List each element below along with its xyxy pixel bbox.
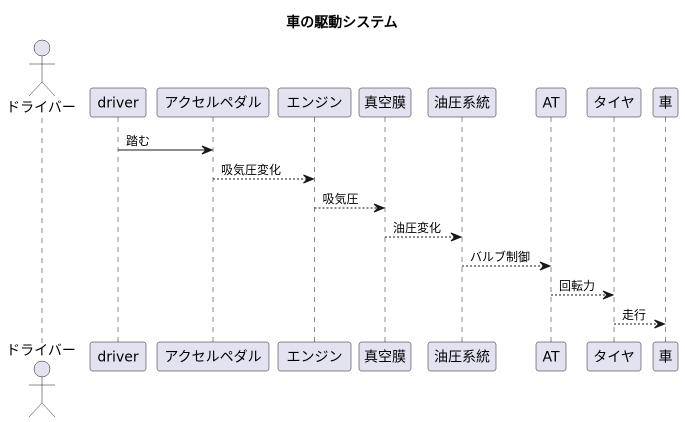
- message-label: 吸気圧: [323, 191, 359, 206]
- participant-vacuum-top: 真空膜: [358, 87, 412, 118]
- participant-label: 真空膜: [364, 96, 406, 112]
- message-2: 吸気圧変化: [213, 162, 315, 184]
- arrowhead-icon: [201, 145, 214, 155]
- participant-at-top: AT: [535, 87, 567, 118]
- participant-label: エンジン: [287, 96, 343, 112]
- participant-label: 真空膜: [364, 350, 406, 366]
- participant-pedal-bottom: アクセルペダル: [156, 341, 270, 372]
- participant-label: アクセルペダル: [164, 350, 261, 366]
- message-label: バルブ制御: [470, 249, 530, 264]
- participant-pedal-top: アクセルペダル: [156, 87, 270, 118]
- actor-top: ドライバー: [6, 39, 76, 116]
- participant-box: [89, 87, 147, 118]
- participant-box: [535, 341, 567, 372]
- participant-label: エンジン: [287, 350, 343, 366]
- message-label: 回転力: [559, 279, 595, 293]
- participant-driver-top: driver: [89, 87, 147, 118]
- participant-box: [535, 87, 567, 118]
- participant-label: タイヤ: [593, 96, 635, 112]
- participant-label: driver: [97, 96, 138, 112]
- participant-vacuum-bottom: 真空膜: [358, 341, 412, 372]
- message-1: 踏む: [118, 134, 214, 155]
- participant-box: [358, 341, 412, 372]
- participant-label: 車: [659, 349, 673, 366]
- participant-label: AT: [542, 350, 559, 366]
- participant-label: 車: [659, 95, 673, 112]
- participant-box: [277, 87, 352, 118]
- message-7: 走行: [614, 308, 666, 329]
- participant-engine-top: エンジン: [277, 87, 352, 118]
- participant-box: [156, 87, 270, 118]
- message-3: 吸気圧: [314, 191, 386, 213]
- participant-box: [156, 341, 270, 372]
- actor-head-icon: [33, 39, 51, 57]
- message-label: 吸気圧変化: [221, 162, 281, 177]
- actor-head-icon: [33, 360, 51, 378]
- arrowhead-icon: [602, 290, 615, 300]
- participant-label: 油圧系統: [434, 350, 490, 366]
- participant-engine-bottom: エンジン: [277, 341, 352, 372]
- participant-label: タイヤ: [593, 350, 635, 366]
- participant-hydraulic-bottom: 油圧系統: [427, 341, 497, 372]
- participant-hydraulic-top: 油圧系統: [427, 87, 497, 118]
- participant-box: [427, 341, 497, 372]
- arrowhead-icon: [450, 232, 463, 242]
- participant-box: [586, 87, 642, 118]
- participant-label: アクセルペダル: [164, 96, 261, 112]
- message-4: 油圧変化: [385, 220, 463, 242]
- participant-box: [586, 341, 642, 372]
- message-6: 回転力: [551, 279, 615, 300]
- participant-driver-bottom: driver: [89, 341, 147, 372]
- participant-tire-bottom: タイヤ: [586, 341, 642, 372]
- participant-box: [427, 87, 497, 118]
- message-label: 走行: [622, 308, 646, 322]
- actor-bottom-label: ドライバー: [6, 343, 76, 359]
- arrowhead-icon: [373, 203, 386, 213]
- actor-bottom: ドライバー: [6, 343, 76, 418]
- participant-at-bottom: AT: [535, 341, 567, 372]
- arrowhead-icon: [303, 174, 315, 184]
- diagram-title: 車の駆動システム: [286, 14, 398, 31]
- participant-tire-top: タイヤ: [586, 87, 642, 118]
- message-label: 油圧変化: [393, 220, 441, 235]
- participant-label: 油圧系統: [434, 96, 490, 112]
- message-label: 踏む: [126, 134, 150, 148]
- participant-car-top: 車: [652, 87, 679, 118]
- participant-box: [89, 341, 147, 372]
- participant-box: [358, 87, 412, 118]
- actor-top-label: ドライバー: [6, 100, 76, 116]
- participant-label: driver: [97, 350, 138, 366]
- message-5: バルブ制御: [462, 249, 552, 271]
- participant-box: [277, 341, 352, 372]
- arrowhead-icon: [539, 261, 552, 271]
- participant-box: [652, 87, 679, 118]
- participant-box: [652, 341, 679, 372]
- participant-label: AT: [542, 96, 559, 112]
- arrowhead-icon: [654, 319, 666, 329]
- participant-car-bottom: 車: [652, 341, 679, 372]
